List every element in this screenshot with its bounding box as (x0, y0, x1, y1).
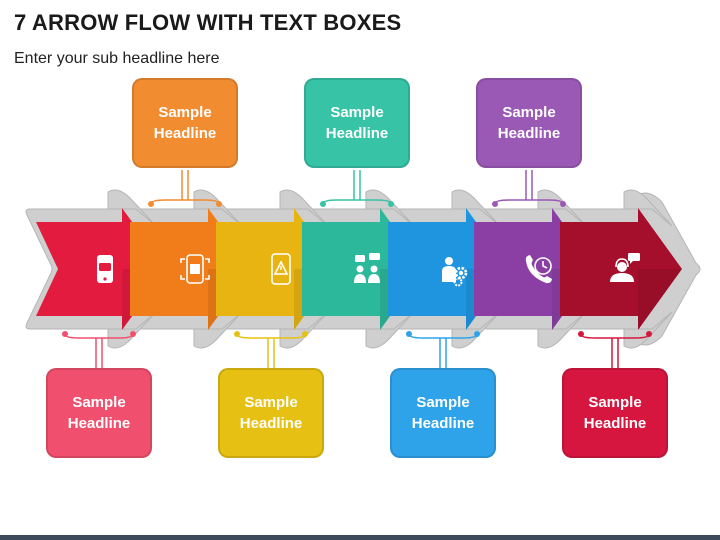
phone-clock-icon (525, 255, 552, 284)
connector-dot (474, 331, 480, 337)
slide-title: 7 ARROW FLOW WITH TEXT BOXES (14, 10, 402, 35)
headline-text: Sample Headline (325, 104, 389, 142)
connector-dot (492, 201, 498, 207)
connector-dot (388, 201, 394, 207)
connector (492, 170, 566, 207)
slide-footer-bar (0, 535, 720, 540)
headline-text: Sample Headline (411, 394, 475, 432)
connector-dot (578, 331, 584, 337)
outline-bump-bottom (537, 311, 587, 349)
connector-dot (148, 201, 154, 207)
outline-bump-top (279, 189, 329, 227)
outline-bump-bottom (107, 311, 157, 349)
outline-bump-bottom (623, 311, 673, 349)
connector-dot (216, 201, 222, 207)
connector-dot (130, 331, 136, 337)
connector (148, 170, 222, 207)
headline-text: Sample Headline (497, 104, 561, 142)
outline-bump-top (537, 189, 587, 227)
support-agent-icon (610, 253, 640, 282)
mobile-message-icon (97, 255, 113, 283)
outline-bump-top (365, 189, 415, 227)
headline-text: Sample Headline (67, 394, 131, 432)
connector (62, 331, 136, 368)
connector (320, 170, 394, 207)
mobile-warning-icon (271, 253, 291, 285)
connector-dot (62, 331, 68, 337)
step-icons (97, 253, 640, 287)
connector-lines (62, 170, 652, 368)
outline-bump-top (107, 189, 157, 227)
arrow-shade (638, 269, 682, 330)
headline-box[interactable]: Sample Headline (46, 368, 152, 458)
headline-text: Sample Headline (239, 394, 303, 432)
headline-box[interactable]: Sample Headline (476, 78, 582, 168)
connector (406, 331, 480, 368)
outline-bump-bottom (279, 311, 329, 349)
headline-box[interactable]: Sample Headline (218, 368, 324, 458)
headline-box[interactable]: Sample Headline (562, 368, 668, 458)
connector-dot (646, 331, 652, 337)
outline-bump-bottom (193, 311, 243, 349)
headline-box[interactable]: Sample Headline (132, 78, 238, 168)
headline-text: Sample Headline (153, 104, 217, 142)
outline-bump-top (193, 189, 243, 227)
connector (234, 331, 308, 368)
connector-dot (406, 331, 412, 337)
headline-text: Sample Headline (583, 394, 647, 432)
outline-bump-top (623, 189, 673, 227)
outline-bump-bottom (451, 311, 501, 349)
people-chat-icon (354, 253, 380, 283)
outline-bump-bottom (365, 311, 415, 349)
connector-dot (320, 201, 326, 207)
headline-box[interactable]: Sample Headline (390, 368, 496, 458)
mobile-scan-icon (180, 254, 210, 284)
outline-bump-top (451, 189, 501, 227)
connector-dot (560, 201, 566, 207)
connector (578, 331, 652, 368)
worker-gear-icon (442, 257, 468, 287)
connector-dot (302, 331, 308, 337)
headline-box[interactable]: Sample Headline (304, 78, 410, 168)
slide-subtitle: Enter your sub headline here (14, 50, 220, 67)
connector-dot (234, 331, 240, 337)
